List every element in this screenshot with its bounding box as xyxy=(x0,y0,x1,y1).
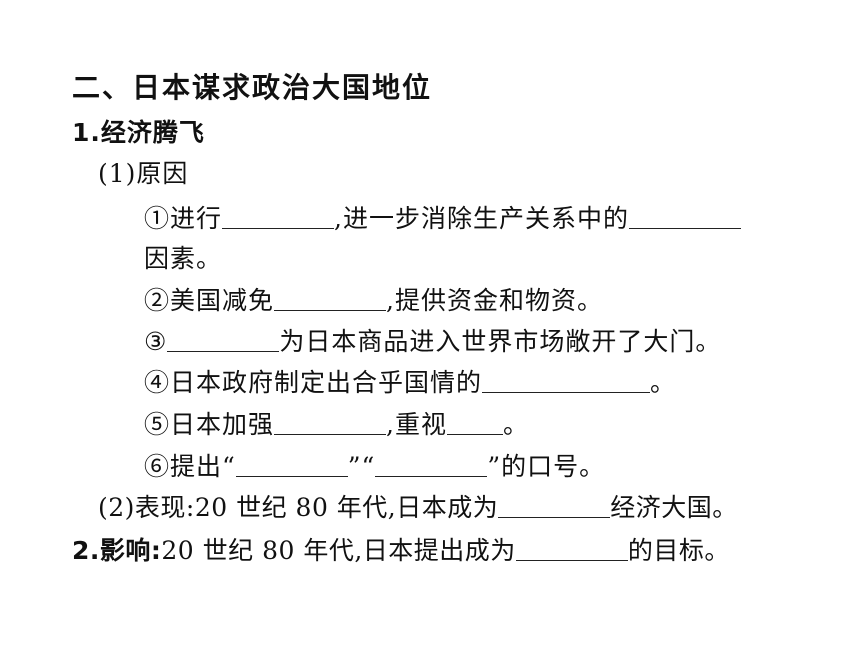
reason-1-cont: 因素。 xyxy=(144,244,223,273)
item2-heading: 2.影响: xyxy=(72,536,162,565)
blank[interactable] xyxy=(375,452,488,477)
blank[interactable] xyxy=(274,410,387,435)
reason-3-text-b: 为日本商品进入世界市场敞开了大门。 xyxy=(279,327,722,356)
reason-6-text-c: ”的口号。 xyxy=(487,452,606,481)
item2-text-a: 20 世纪 80 年代,日本提出成为 xyxy=(161,536,516,565)
blank[interactable] xyxy=(222,204,335,229)
reason-1: ①进行 ,进一步消除生产关系中的 xyxy=(144,203,741,235)
item2-text-b: 的目标。 xyxy=(627,536,730,565)
reason-5-text-c: 。 xyxy=(502,410,529,439)
blank[interactable] xyxy=(482,368,651,393)
sub2-text-a: 20 世纪 80 年代,日本成为 xyxy=(194,493,499,522)
reason-4-text-a: ④日本政府制定出合乎国情的 xyxy=(144,368,483,397)
reason-4-text-b: 。 xyxy=(650,368,677,397)
sub2: (2)表现:20 世纪 80 年代,日本成为 经济大国。 xyxy=(98,492,738,524)
blank[interactable] xyxy=(628,204,741,229)
reason-6-text-a: ⑥提出“ xyxy=(144,452,236,481)
blank[interactable] xyxy=(498,493,611,518)
blank[interactable] xyxy=(446,410,503,435)
reason-3-text-a: ③ xyxy=(144,327,168,356)
reason-1-text-b: ,进一步消除生产关系中的 xyxy=(334,204,629,233)
blank[interactable] xyxy=(274,286,387,311)
sub1-label: (1)原因 xyxy=(98,159,189,188)
reason-5-text-b: ,重视 xyxy=(386,410,447,439)
reason-6-text-b: ”“ xyxy=(347,452,376,481)
reason-4: ④日本政府制定出合乎国情的 。 xyxy=(144,367,676,399)
reason-6: ⑥提出“ ”“ ”的口号。 xyxy=(144,451,605,483)
reason-5-text-a: ⑤日本加强 xyxy=(144,410,275,439)
blank[interactable] xyxy=(167,327,280,352)
reason-2-text-a: ②美国减免 xyxy=(144,286,275,315)
blank[interactable] xyxy=(235,452,348,477)
reason-2-text-b: ,提供资金和物资。 xyxy=(386,286,603,315)
reason-2: ②美国减免 ,提供资金和物资。 xyxy=(144,285,603,317)
sub2-label: (2)表现: xyxy=(98,493,195,522)
item2: 2.影响:20 世纪 80 年代,日本提出成为 的目标。 xyxy=(72,535,730,567)
reason-5: ⑤日本加强 ,重视 。 xyxy=(144,409,529,441)
section-title: 二、日本谋求政治大国地位 xyxy=(72,71,433,104)
sub2-text-b: 经济大国。 xyxy=(610,493,738,522)
reason-3: ③ 为日本商品进入世界市场敞开了大门。 xyxy=(144,326,721,358)
reason-1-text-a: ①进行 xyxy=(144,204,223,233)
blank[interactable] xyxy=(515,536,628,561)
item1-heading: 1.经济腾飞 xyxy=(72,118,205,147)
